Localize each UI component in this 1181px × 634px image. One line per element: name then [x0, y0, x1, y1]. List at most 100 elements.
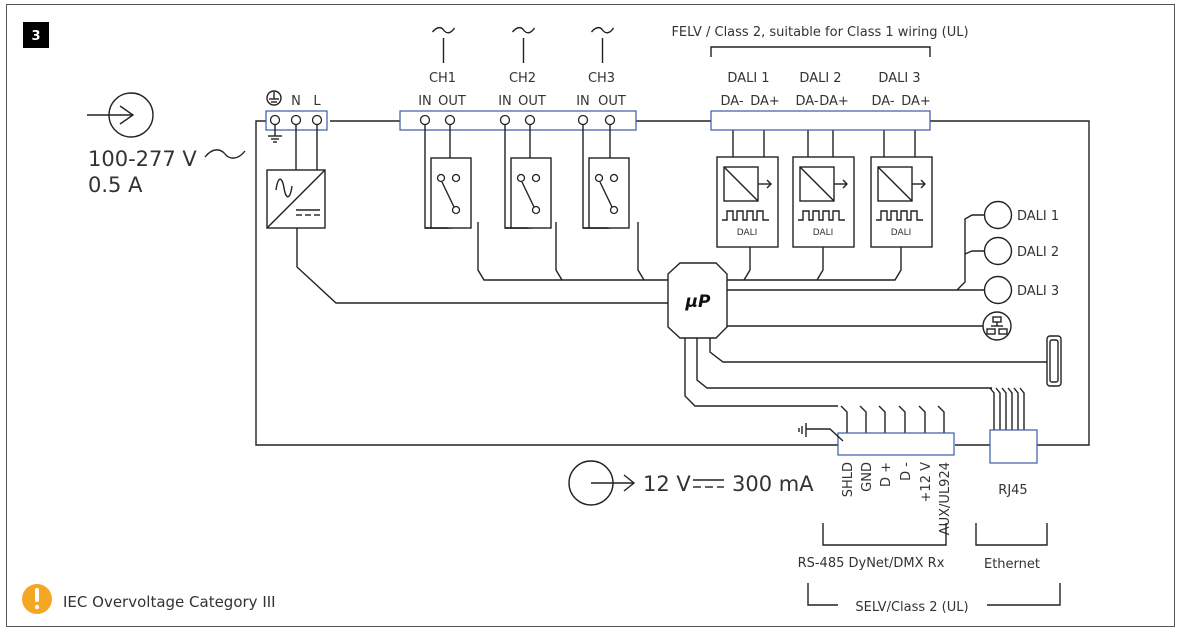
sensor-label: DALI 1	[1017, 209, 1059, 224]
channel-out-label: OUT	[518, 94, 546, 109]
channel-name: CH1	[429, 71, 456, 86]
dali-output-1: DALI 1 DA- DA+ DALI	[716, 71, 780, 248]
sensor-label: DALI 3	[1017, 284, 1059, 299]
ac-wave-icon	[431, 26, 456, 34]
relay	[588, 157, 630, 229]
pin-label: AUX/UL924	[938, 462, 953, 535]
supply-voltage: 100-277 V	[88, 147, 197, 171]
dali-output-3: DALI 3DA-DA+DALI	[870, 71, 933, 248]
microprocessor: μP	[667, 262, 728, 339]
channel-out-label: OUT	[598, 94, 626, 109]
selv-note: SELV/Class 2 (UL)	[855, 600, 968, 615]
dali-power-module	[870, 156, 933, 248]
sensor-icon	[983, 275, 1013, 305]
warning-note: IEC Overvoltage Category III	[22, 584, 276, 614]
dali-power-module	[716, 156, 779, 248]
diagram-frame	[6, 4, 1175, 627]
pin-label: D +	[879, 462, 894, 487]
supply-input-icon	[87, 92, 154, 138]
output-current: 300 mA	[732, 472, 814, 496]
ethernet-bracket	[975, 523, 1048, 546]
channel-in-label: IN	[576, 94, 590, 109]
usb-port-icon	[1046, 335, 1062, 387]
output-12v-icon	[568, 460, 636, 506]
channel-name: CH3	[588, 71, 615, 86]
output-voltage: 12 V	[643, 472, 691, 496]
pin-label: D -	[899, 462, 914, 481]
dali-sensor-1: DALI 1	[983, 200, 1059, 230]
rj45-label: RJ45	[998, 483, 1027, 498]
square-wave-icon	[876, 210, 923, 221]
protective-earth-icon	[266, 90, 282, 106]
felv-bracket	[710, 46, 931, 57]
pin-label: SHLD	[841, 462, 856, 497]
mains-terminal-block: N L	[265, 90, 328, 170]
module-label: DALI	[891, 228, 912, 238]
felv-note: FELV / Class 2, suitable for Class 1 wir…	[671, 25, 968, 40]
dali-power-module	[792, 156, 855, 248]
rs485-terminal-block	[837, 432, 955, 456]
ethernet-label: Ethernet	[984, 557, 1040, 572]
square-wave-icon	[798, 210, 845, 221]
pin-label: GND	[860, 462, 875, 492]
warning-text: IEC Overvoltage Category III	[63, 593, 276, 611]
square-wave-icon	[722, 210, 769, 221]
line-label: L	[313, 94, 321, 109]
neutral-label: N	[291, 94, 301, 109]
da-plus-label: DA+	[750, 94, 780, 109]
rj45-connector	[989, 429, 1038, 464]
network-icon	[982, 311, 1012, 341]
dc-symbol-icon	[693, 479, 724, 488]
da-minus-label: DA-	[871, 94, 894, 109]
enclosure-right-wire	[930, 120, 1090, 446]
rs485-bracket	[822, 523, 947, 546]
sensor-label: DALI 2	[1017, 245, 1059, 260]
ac-dc-converter	[266, 169, 668, 304]
channel-in-label: IN	[498, 94, 512, 109]
dali-sensor-3: DALI 3	[983, 275, 1059, 305]
da-minus-label: DA-	[795, 94, 818, 109]
processor-label: μP	[685, 292, 712, 312]
dali-output-2: DALI 2 DA-DA+ DALI	[792, 71, 855, 248]
dali-sensor-2: DALI 2	[983, 236, 1059, 266]
pin-label: +12 V	[919, 462, 934, 503]
in-pin	[419, 114, 431, 126]
dali-output-name: DALI 2	[799, 71, 841, 86]
channel-out-label: OUT	[438, 94, 466, 109]
module-label: DALI	[813, 228, 834, 238]
relay	[430, 157, 472, 229]
da-plus-label: DA+	[819, 94, 849, 109]
da-minus-label: DA-	[720, 94, 743, 109]
ac-wave-icon	[590, 26, 615, 34]
ac-wave-icon	[204, 149, 246, 159]
out-pin	[444, 114, 456, 126]
rs485-group-label: RS-485 DyNet/DMX Rx	[798, 556, 945, 571]
dali-terminal-block	[710, 110, 931, 131]
channel-name: CH2	[509, 71, 536, 86]
supply-current: 0.5 A	[88, 173, 143, 197]
sensor-icon	[983, 236, 1013, 266]
line-pin	[311, 114, 323, 126]
figure-number-badge: 3	[23, 22, 49, 48]
shield-ground-icon	[798, 423, 844, 442]
channel-in-label: IN	[418, 94, 432, 109]
dali-output-name: DALI 1	[727, 71, 769, 86]
earth-pin	[269, 114, 281, 126]
out-pin	[604, 114, 616, 126]
module-label: DALI	[737, 228, 758, 238]
sensor-icon	[983, 200, 1013, 230]
in-pin	[577, 114, 589, 126]
figure-number: 3	[31, 29, 40, 44]
in-pin	[499, 114, 511, 126]
relay-terminal-block	[399, 110, 637, 131]
enclosure-left-wire	[255, 120, 838, 446]
neutral-pin	[290, 114, 302, 126]
da-plus-label: DA+	[901, 94, 931, 109]
ac-wave-icon	[511, 26, 536, 34]
relay	[510, 157, 552, 229]
rs485-pin-6: AUX/UL924	[937, 405, 953, 535]
